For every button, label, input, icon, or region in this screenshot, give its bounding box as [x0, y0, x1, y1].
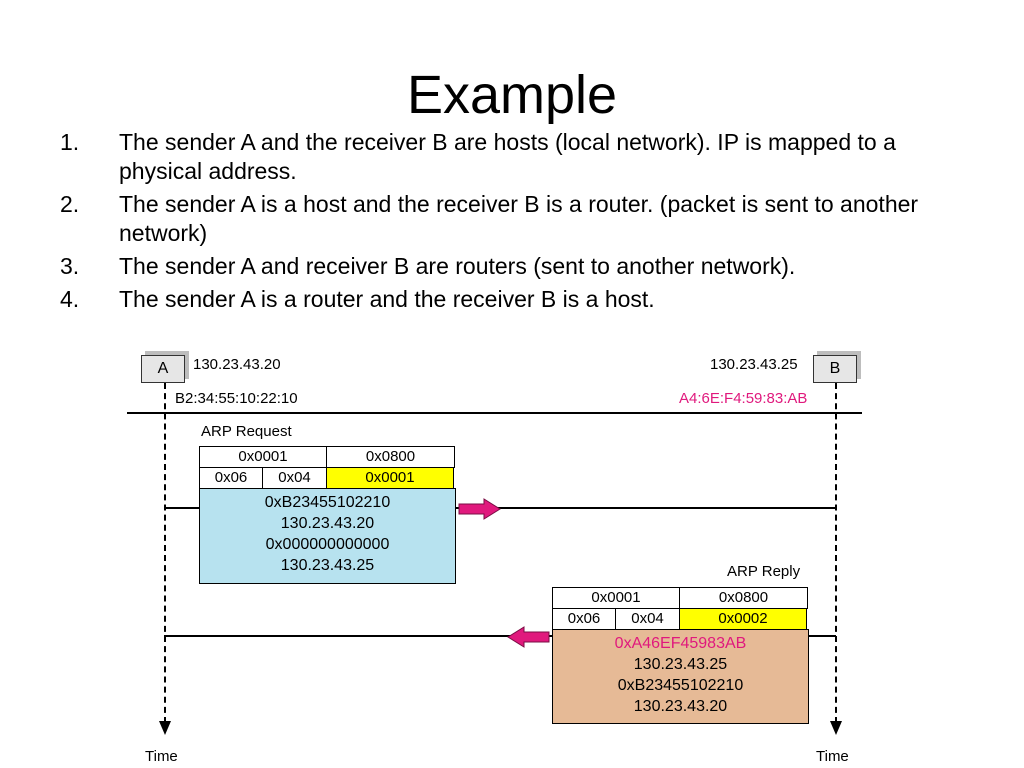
- time-label-a: Time: [145, 748, 178, 765]
- reply-sender-ip: 130.23.43.25: [633, 656, 728, 673]
- list-item-text: The sender A and receiver B are routers …: [119, 253, 796, 279]
- request-target-ip: 130.23.43.25: [280, 557, 375, 574]
- list-item-number: 4.: [60, 286, 80, 312]
- request-arrow-icon: [458, 498, 501, 520]
- list-item-number: 3.: [60, 253, 80, 279]
- reply-hw-len: 0x06: [552, 608, 616, 630]
- host-a-box: A: [141, 355, 185, 383]
- arp-request-packet: 0x0001 0x0800 0x06 0x04 0x0001 0xB234551…: [199, 446, 456, 584]
- time-line-a: [164, 383, 166, 723]
- reply-body: 0xA46EF45983AB 130.23.43.25 0xB234551022…: [552, 629, 809, 724]
- slide-title: Example: [406, 65, 618, 125]
- time-label-b: Time: [816, 748, 849, 765]
- request-operation: 0x0001: [326, 467, 454, 489]
- time-arrow-b: [830, 721, 842, 735]
- request-sender-ip: 130.23.43.20: [280, 515, 375, 532]
- list-item: 1. The sender A and the receiver B are h…: [60, 128, 960, 186]
- request-sender-mac: 0xB23455102210: [264, 494, 391, 511]
- list-item-number: 1.: [60, 129, 80, 155]
- time-arrow-a: [159, 721, 171, 735]
- request-body: 0xB23455102210 130.23.43.20 0x0000000000…: [199, 488, 456, 584]
- host-b-ip: 130.23.43.25: [710, 356, 798, 373]
- arp-reply-packet: 0x0001 0x0800 0x06 0x04 0x0002 0xA46EF45…: [552, 587, 809, 724]
- host-b-label: B: [829, 360, 841, 377]
- reply-proto-type: 0x0800: [679, 587, 808, 609]
- list-item-text: The sender A is a router and the receive…: [119, 286, 655, 312]
- list-item: 4. The sender A is a router and the rece…: [60, 285, 960, 314]
- network-line: [127, 412, 862, 414]
- time-line-b: [835, 383, 837, 723]
- host-a-ip: 130.23.43.20: [193, 356, 281, 373]
- reply-proto-len: 0x04: [615, 608, 680, 630]
- list-item-text: The sender A is a host and the receiver …: [119, 191, 919, 246]
- arp-reply-title: ARP Reply: [727, 563, 801, 580]
- reply-hw-type: 0x0001: [552, 587, 680, 609]
- list-item-number: 2.: [60, 191, 80, 217]
- request-hw-len: 0x06: [199, 467, 263, 489]
- host-b-mac: A4:6E:F4:59:83:AB: [679, 390, 808, 407]
- reply-sender-mac: 0xA46EF45983AB: [614, 635, 747, 652]
- reply-target-ip: 130.23.43.20: [633, 698, 728, 715]
- request-hw-type: 0x0001: [199, 446, 327, 468]
- request-line-right: [455, 507, 836, 509]
- request-proto-len: 0x04: [262, 467, 327, 489]
- arp-request-title: ARP Request: [201, 423, 292, 440]
- host-a-mac: B2:34:55:10:22:10: [175, 390, 298, 407]
- list-item-text: The sender A and the receiver B are host…: [119, 129, 896, 184]
- host-a-label: A: [157, 360, 169, 377]
- reply-line-left: [164, 635, 553, 637]
- reply-line-right: [808, 635, 836, 637]
- reply-arrow-icon: [507, 626, 550, 648]
- host-b-box: B: [813, 355, 857, 383]
- list-item: 2. The sender A is a host and the receiv…: [60, 190, 960, 248]
- reply-target-mac: 0xB23455102210: [617, 677, 744, 694]
- request-proto-type: 0x0800: [326, 446, 455, 468]
- request-line-left: [164, 507, 200, 509]
- list-item: 3. The sender A and receiver B are route…: [60, 252, 960, 281]
- request-target-mac: 0x000000000000: [265, 536, 390, 553]
- numbered-list: 1. The sender A and the receiver B are h…: [60, 128, 960, 318]
- reply-operation: 0x0002: [679, 608, 807, 630]
